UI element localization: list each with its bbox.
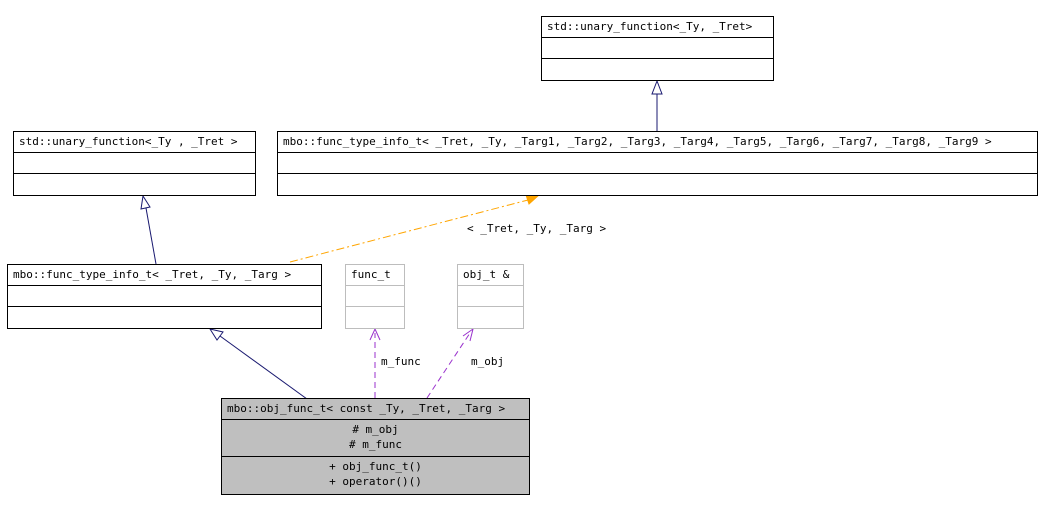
template-instance-edge	[289, 199, 529, 263]
attribute-m-func: # m_func	[349, 438, 402, 451]
class-name: obj_t &	[463, 268, 510, 281]
class-obj-func-t[interactable]: mbo::obj_func_t< const _Ty, _Tret, _Targ…	[221, 398, 530, 495]
attributes-section	[8, 285, 321, 306]
inheritance-arrowhead	[140, 194, 151, 210]
methods-section	[346, 306, 404, 327]
inheritance-arrowhead	[651, 79, 663, 95]
attributes-section	[542, 37, 773, 58]
class-func-type-info-9[interactable]: mbo::func_type_info_t< _Tret, _Ty, _Targ…	[277, 131, 1038, 196]
attributes-section	[458, 285, 523, 306]
attributes-section: # m_obj # m_func	[222, 419, 529, 456]
inheritance-arrowhead	[208, 328, 224, 341]
methods-section	[458, 306, 523, 327]
attribute-m-obj: # m_obj	[352, 423, 399, 436]
class-func-t[interactable]: func_t	[345, 264, 405, 329]
methods-section	[14, 173, 255, 194]
inheritance-edge-fti-to-unary	[145, 207, 157, 265]
attributes-section	[278, 152, 1037, 173]
class-name: std::unary_function<_Ty , _Tret >	[19, 135, 238, 148]
m-func-edge-label: m_func	[381, 355, 421, 368]
attributes-section	[14, 152, 255, 173]
class-unary-function-left[interactable]: std::unary_function<_Ty , _Tret >	[13, 131, 256, 196]
inheritance-edge-objfunc-to-fti	[219, 335, 308, 400]
template-args-label: < _Tret, _Ty, _Targ >	[467, 222, 607, 235]
class-name: mbo::func_type_info_t< _Tret, _Ty, _Targ…	[283, 135, 992, 148]
methods-section	[278, 173, 1037, 194]
method-call-operator: + operator()()	[329, 475, 422, 488]
usage-edge-m-obj	[426, 332, 471, 399]
class-name: std::unary_function<_Ty, _Tret>	[547, 20, 753, 33]
class-name: mbo::obj_func_t< const _Ty, _Tret, _Targ…	[227, 402, 506, 415]
usage-arrowhead	[369, 327, 381, 341]
methods-section	[8, 306, 321, 327]
class-unary-function-top[interactable]: std::unary_function<_Ty, _Tret>	[541, 16, 774, 81]
methods-section: + obj_func_t() + operator()()	[222, 456, 529, 491]
methods-section	[542, 58, 773, 79]
class-func-type-info[interactable]: mbo::func_type_info_t< _Tret, _Ty, _Targ…	[7, 264, 322, 329]
class-name: mbo::func_type_info_t< _Tret, _Ty, _Targ…	[13, 268, 292, 281]
attributes-section	[346, 285, 404, 306]
template-instance-arrowhead	[525, 194, 541, 205]
class-name: func_t	[351, 268, 391, 281]
m-obj-edge-label: m_obj	[471, 355, 505, 368]
class-obj-t[interactable]: obj_t &	[457, 264, 524, 329]
method-constructor: + obj_func_t()	[329, 460, 422, 473]
usage-arrowhead	[462, 327, 474, 342]
